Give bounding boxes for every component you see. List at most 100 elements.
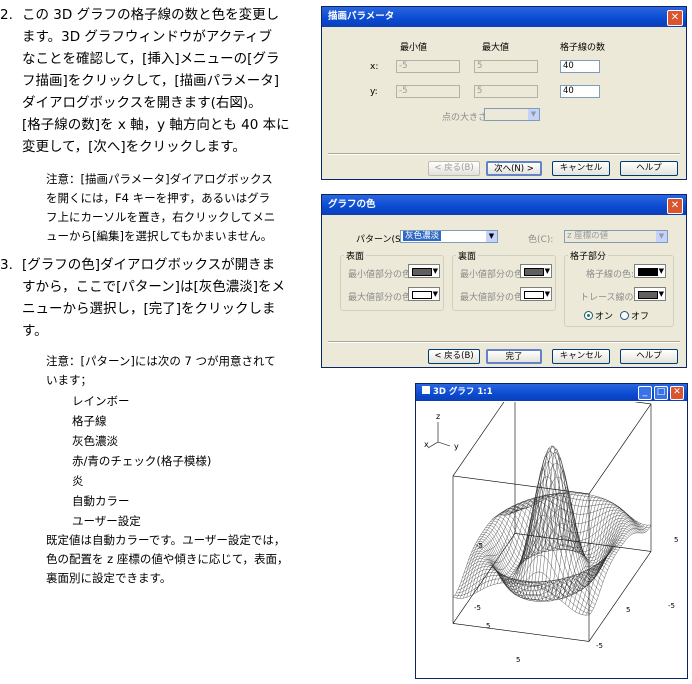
front-max-color-picker[interactable]: ▼: [408, 287, 440, 301]
dialog-titlebar[interactable]: グラフの色: [322, 195, 686, 215]
dialog-title: グラフの色: [328, 199, 376, 210]
chevron-down-icon: ▼: [544, 267, 550, 275]
front-group-title: 表面: [344, 249, 367, 262]
note-line: 色の配置を z 座標の値や傾きに応じて，表面，: [46, 552, 289, 566]
tick-label: 5: [486, 622, 491, 630]
col-grid-label: 格子線の数: [560, 43, 606, 53]
front-min-color-label: 最小値部分の色:: [348, 270, 415, 280]
graph-window: 3D グラフ 1:1 _ □ ✕ z x y -5 5 -5 5 -5 5 -5…: [415, 383, 688, 679]
step-line: ダイアログボックスを開きます(右図)。: [22, 95, 262, 111]
list-item: 格子線: [72, 414, 107, 428]
next-button[interactable]: 次へ(N) >: [486, 161, 542, 176]
back-button[interactable]: < 戻る(B): [428, 161, 480, 176]
mesh-line: [459, 569, 596, 605]
draw-params-dialog: 描画パラメータ ✕ 最小値 最大値 格子線の数 x: -5 5 40 y: -5…: [321, 6, 687, 180]
box-edge: [452, 402, 505, 477]
back-min-color-label: 最小値部分の色:: [460, 270, 527, 280]
front-group: [340, 255, 444, 311]
x-grid-field[interactable]: 40: [560, 60, 600, 73]
close-button[interactable]: ✕: [667, 198, 683, 214]
mesh-line: [469, 550, 607, 599]
back-group: [452, 255, 556, 311]
list-item: レインボー: [72, 394, 130, 408]
dialog-titlebar[interactable]: 描画パラメータ: [322, 7, 686, 27]
point-size-select[interactable]: ▼: [484, 108, 540, 121]
mesh-line: [465, 558, 602, 602]
minimize-button[interactable]: _: [638, 386, 652, 400]
cancel-button[interactable]: キャンセル: [552, 349, 610, 364]
color-select[interactable]: z 座標の値▼: [564, 230, 668, 243]
front-min-color-picker[interactable]: ▼: [408, 264, 440, 278]
x-min-field[interactable]: -5: [396, 60, 460, 73]
front-max-color-label: 最大値部分の色:: [348, 293, 415, 303]
x-axis-gizmo: [427, 441, 439, 449]
help-button[interactable]: ヘルプ: [620, 349, 678, 364]
box-edge: [514, 533, 652, 552]
step-number: 3.: [0, 257, 13, 273]
x-max-field[interactable]: 5: [474, 60, 538, 73]
close-button[interactable]: ✕: [667, 10, 683, 26]
mesh-line: [491, 492, 628, 569]
cancel-button[interactable]: キャンセル: [552, 161, 610, 176]
note-f4: 注意：[描画パラメータ]ダイアログボックス を開くには，F4 キーを押す，あるい…: [46, 170, 306, 250]
mesh-line: [452, 582, 590, 616]
graph-color-dialog: グラフの色 ✕ パターン(S): 灰色濃淡▼ 色(C): z 座標の値▼ 表面 …: [321, 194, 687, 368]
mesh-line: [499, 508, 636, 556]
col-max-label: 最大値: [482, 43, 510, 53]
grid-group-title: 格子部分: [568, 249, 609, 262]
window-titlebar[interactable]: 3D グラフ 1:1: [416, 384, 687, 401]
pattern-value: 灰色濃淡: [403, 231, 442, 241]
note-line: 注意：[描画パラメータ]ダイアログボックス: [46, 172, 273, 186]
mesh-line: [479, 476, 616, 587]
step-line: フ描画]をクリックして，[描画パラメータ]: [22, 73, 280, 89]
col-min-label: 最小値: [400, 43, 428, 53]
mesh-line: [456, 508, 519, 599]
note-line: 注意：[パターン]には次の 7 つが用意されて: [46, 354, 276, 368]
grid-off-radio[interactable]: [620, 311, 629, 320]
window-title: 3D グラフ 1:1: [433, 387, 493, 397]
tick-label: 5: [516, 656, 521, 664]
y-grid-field[interactable]: 40: [560, 85, 600, 98]
mesh-line: [474, 535, 611, 593]
step-line: ニューから選択し，[完了]をクリックしま: [22, 301, 276, 317]
back-group-title: 裏面: [456, 249, 479, 262]
z-axis-label: z: [436, 412, 441, 421]
back-max-color-picker[interactable]: ▼: [520, 287, 552, 301]
box-edge: [588, 403, 652, 495]
trace-color-picker[interactable]: ▼: [634, 287, 666, 301]
y-min-field[interactable]: -5: [396, 85, 460, 98]
chevron-down-icon: ▼: [656, 231, 667, 242]
list-item: 灰色濃淡: [72, 434, 118, 448]
y-axis-label: y: [454, 442, 459, 451]
mesh-line: [457, 572, 594, 609]
list-item: 炎: [72, 474, 84, 488]
grid-group: [564, 255, 674, 327]
x-axis-label: x: [424, 440, 429, 449]
back-button[interactable]: < 戻る(B): [428, 349, 480, 364]
step-number: 2.: [0, 7, 13, 23]
step-line: 変更して，[次へ]をクリックします。: [22, 139, 246, 155]
y-max-field[interactable]: 5: [474, 85, 538, 98]
mesh-line: [508, 497, 645, 533]
mesh-line: [454, 578, 591, 614]
pattern-select[interactable]: 灰色濃淡▼: [400, 230, 498, 243]
help-button[interactable]: ヘルプ: [620, 161, 678, 176]
point-size-label: 点の大きさ:: [442, 113, 491, 123]
step-2: 2. この 3D グラフの格子線の数と色を変更し ます。3D グラフウィンドウが…: [0, 4, 300, 164]
mesh-line: [494, 514, 631, 564]
box-edge: [588, 551, 652, 642]
close-button[interactable]: ✕: [670, 386, 684, 400]
pattern-label: パターン(S):: [356, 235, 408, 245]
grid-on-radio[interactable]: [584, 311, 593, 320]
mesh-line: [480, 461, 617, 585]
note-line: ューから[編集]を選択してもかまいません。: [46, 229, 273, 243]
back-min-color-picker[interactable]: ▼: [520, 264, 552, 278]
grid-off-label: オフ: [631, 312, 650, 322]
maximize-button[interactable]: □: [654, 386, 668, 400]
finish-button[interactable]: 完了: [486, 349, 542, 364]
chevron-down-icon: ▼: [658, 267, 664, 275]
grid-color-picker[interactable]: ▼: [634, 264, 666, 278]
tick-label: -5: [668, 602, 675, 610]
step-line: この 3D グラフの格子線の数と色を変更し: [22, 7, 280, 23]
step-line: なことを確認して，[挿入]メニューの[グラ: [22, 51, 280, 67]
